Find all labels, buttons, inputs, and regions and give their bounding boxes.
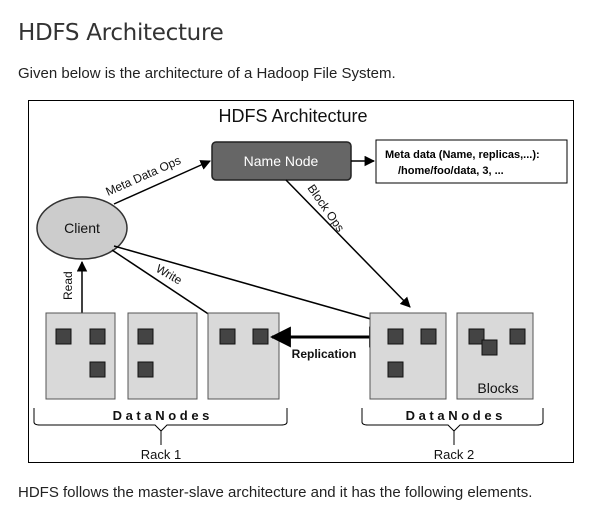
- metadata-line-2: /home/foo/data, 3, ...: [398, 165, 504, 177]
- page-title: HDFS Architecture: [18, 20, 224, 46]
- rack1-label: Rack 1: [141, 447, 181, 462]
- data-nodes-label-rack1: D a t a N o d e s: [113, 408, 210, 423]
- block-rack2-n1-a: [387, 328, 404, 345]
- data-node-rack2-2: [456, 312, 534, 400]
- block-rack2-n2-a: [468, 328, 485, 345]
- client-label: Client: [64, 220, 100, 236]
- block-rack2-n2-c: [509, 328, 526, 345]
- metadata-line-1: Meta data (Name, replicas,...):: [385, 149, 540, 161]
- data-node-rack2-1: [369, 312, 447, 400]
- block-rack1-n2-a: [137, 328, 154, 345]
- diagram-svg: HDFS Architecture Name Node Meta data (N…: [28, 100, 574, 463]
- client-node: [36, 196, 128, 260]
- block-rack1-n1-b: [89, 328, 106, 345]
- write-arrow-rack2: [113, 245, 394, 328]
- block-rack2-n2-b: [481, 339, 498, 356]
- diagram-title: HDFS Architecture: [218, 106, 367, 126]
- block-rack1-n1-a: [55, 328, 72, 345]
- read-label: Read: [61, 271, 75, 300]
- block-rack2-n1-c: [387, 361, 404, 378]
- blocks-label: Blocks: [477, 380, 518, 396]
- replication-label: Replication: [292, 347, 357, 361]
- data-node-rack1-2: [127, 312, 198, 400]
- block-rack1-n1-c: [89, 361, 106, 378]
- name-node-label: Name Node: [244, 153, 319, 169]
- outro-text: HDFS follows the master-slave architectu…: [18, 484, 533, 501]
- rack2-label: Rack 2: [434, 447, 474, 462]
- block-rack1-n2-b: [137, 361, 154, 378]
- block-ops-arrow: [285, 179, 411, 308]
- data-node-rack1-1: [45, 312, 116, 400]
- metadata-box: [375, 139, 568, 184]
- data-nodes-label-rack2: D a t a N o d e s: [406, 408, 503, 423]
- meta-data-ops-arrow: [113, 160, 211, 205]
- data-node-rack1-3: [207, 312, 280, 400]
- hdfs-architecture-diagram: HDFS Architecture Name Node Meta data (N…: [28, 100, 574, 463]
- block-rack1-n3-b: [252, 328, 269, 345]
- block-rack1-n3-a: [219, 328, 236, 345]
- block-rack2-n1-b: [420, 328, 437, 345]
- intro-text: Given below is the architecture of a Had…: [18, 65, 396, 82]
